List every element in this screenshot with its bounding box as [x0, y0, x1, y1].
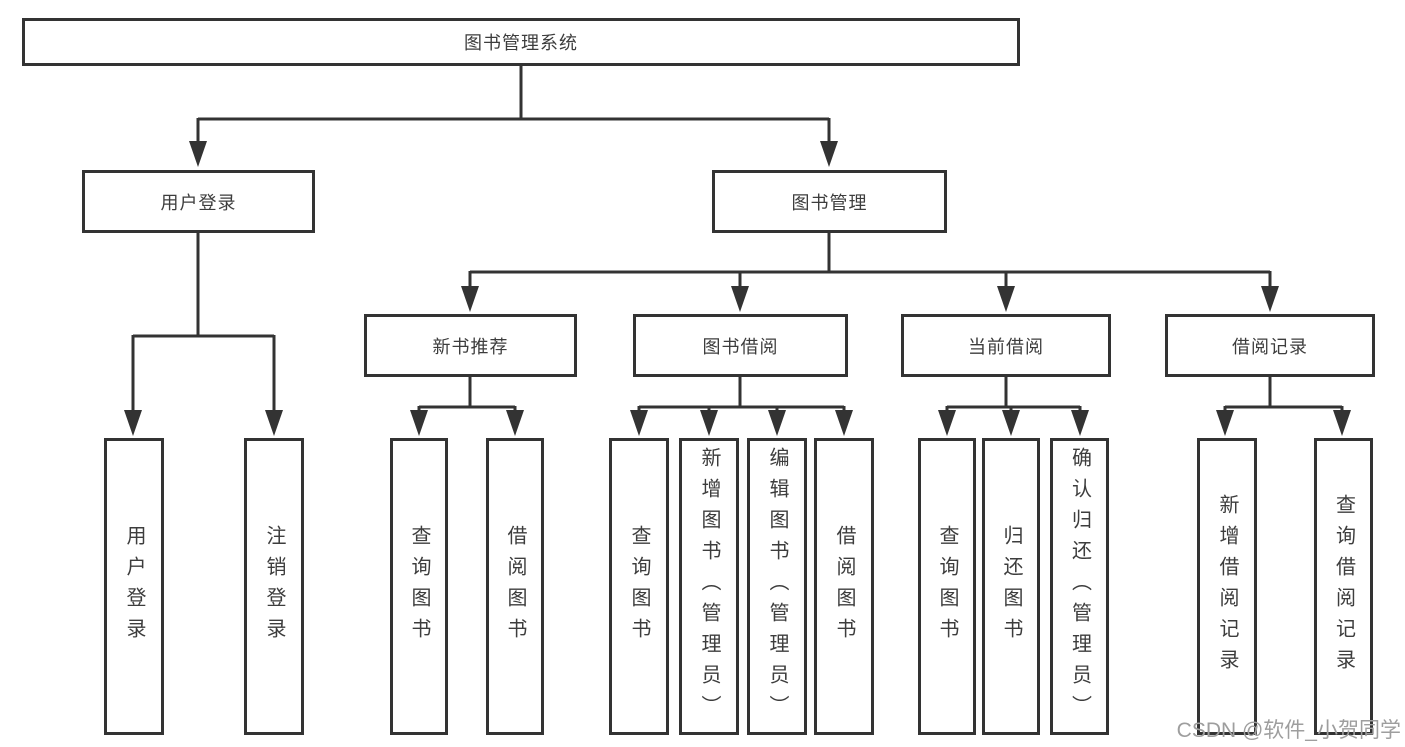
leaf-logout-label: 注销登录 [263, 524, 285, 649]
leaf-user-login: 用户登录 [104, 438, 164, 735]
node-root-system: 图书管理系统 [22, 18, 1020, 66]
connector-paths [131, 65, 1344, 413]
leaf-borrow-query-books: 查询图书 [609, 438, 669, 735]
leaf-borrow-books: 借阅图书 [814, 438, 874, 735]
leaf-borrow-books-label: 借阅图书 [833, 524, 855, 649]
connector-arrowheads [124, 141, 1351, 436]
leaf-logout: 注销登录 [244, 438, 304, 735]
leaf-recommend-borrow-books-label: 借阅图书 [504, 524, 526, 649]
leaf-user-login-label: 用户登录 [123, 524, 145, 649]
leaf-recommend-query-books: 查询图书 [390, 438, 448, 735]
leaf-current-query-books-label: 查询图书 [936, 524, 958, 649]
csdn-watermark: CSDN @软件_小贺同学 [1176, 719, 1401, 742]
leaf-return-books-label: 归还图书 [1000, 524, 1022, 649]
leaf-add-borrow-record-label: 新增借阅记录 [1216, 493, 1238, 680]
leaf-add-borrow-record: 新增借阅记录 [1197, 438, 1257, 735]
leaf-return-books: 归还图书 [982, 438, 1040, 735]
leaf-edit-books-admin: 编辑图书（管理员） [747, 438, 807, 735]
node-current-borrow: 当前借阅 [901, 314, 1111, 377]
leaf-query-borrow-record: 查询借阅记录 [1314, 438, 1373, 735]
leaf-confirm-return-admin: 确认归还（管理员） [1050, 438, 1109, 735]
node-borrow-records: 借阅记录 [1165, 314, 1375, 377]
node-book-borrow: 图书借阅 [633, 314, 848, 377]
leaf-borrow-query-books-label: 查询图书 [628, 524, 650, 649]
leaf-query-borrow-record-label: 查询借阅记录 [1332, 493, 1355, 680]
leaf-recommend-query-books-label: 查询图书 [408, 524, 430, 649]
node-new-book-recommend: 新书推荐 [364, 314, 577, 377]
node-book-management-branch: 图书管理 [712, 170, 947, 233]
leaf-add-books-admin: 新增图书（管理员） [679, 438, 739, 735]
node-user-login-branch: 用户登录 [82, 170, 315, 233]
leaf-edit-books-admin-label: 编辑图书（管理员） [766, 447, 788, 726]
leaf-recommend-borrow-books: 借阅图书 [486, 438, 544, 735]
leaf-current-query-books: 查询图书 [918, 438, 976, 735]
leaf-confirm-return-admin-label: 确认归还（管理员） [1068, 447, 1091, 726]
leaf-add-books-admin-label: 新增图书（管理员） [698, 447, 720, 726]
